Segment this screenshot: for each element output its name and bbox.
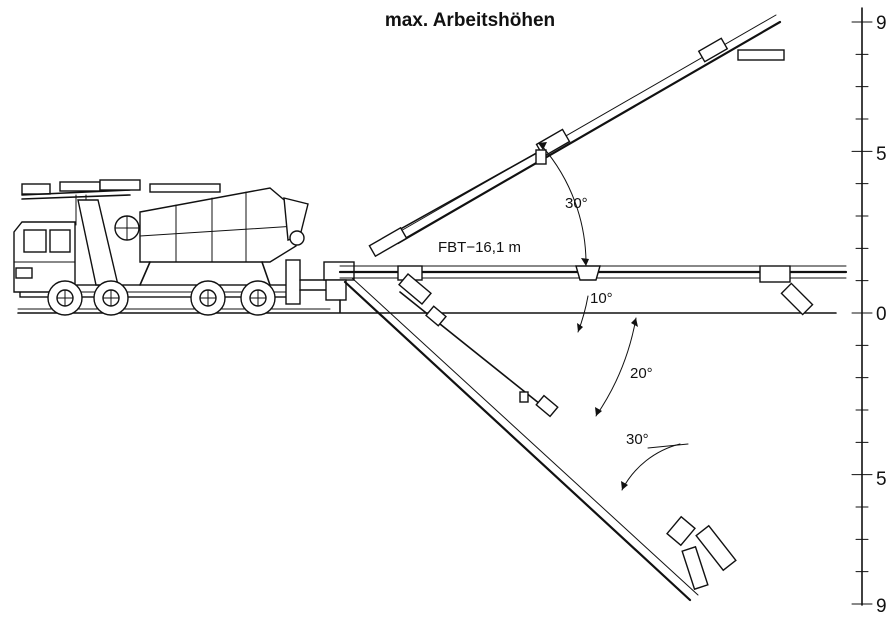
cab-window: [23, 229, 47, 253]
boom-upper-position: [368, 14, 785, 258]
scale-label-bottom: 9: [876, 596, 887, 617]
height-scale: 9 5 0 5 9: [851, 7, 887, 617]
angle-label-mid-above: 10°: [590, 290, 613, 307]
scale-label-zero: 0: [876, 304, 887, 325]
ground-line: [17, 308, 837, 314]
boom-label: FBT−16,1 m: [438, 239, 521, 256]
boom-lower-position: [343, 273, 737, 602]
angle-label-mid-below: 20°: [630, 365, 653, 382]
angle-label-upper: 30°: [565, 195, 588, 212]
truck-wheels: [47, 280, 276, 316]
mixer-drum: [139, 187, 297, 263]
scale-label-lower-mid: 5: [876, 469, 887, 490]
angle-arcs: [538, 142, 689, 491]
scale-label-upper-mid: 5: [876, 144, 887, 165]
truck-mixer: [13, 179, 331, 316]
angle-label-lower: 30°: [626, 431, 649, 448]
scale-label-top: 9: [876, 13, 887, 34]
diagram-title: max. Arbeitshöhen: [385, 10, 555, 31]
